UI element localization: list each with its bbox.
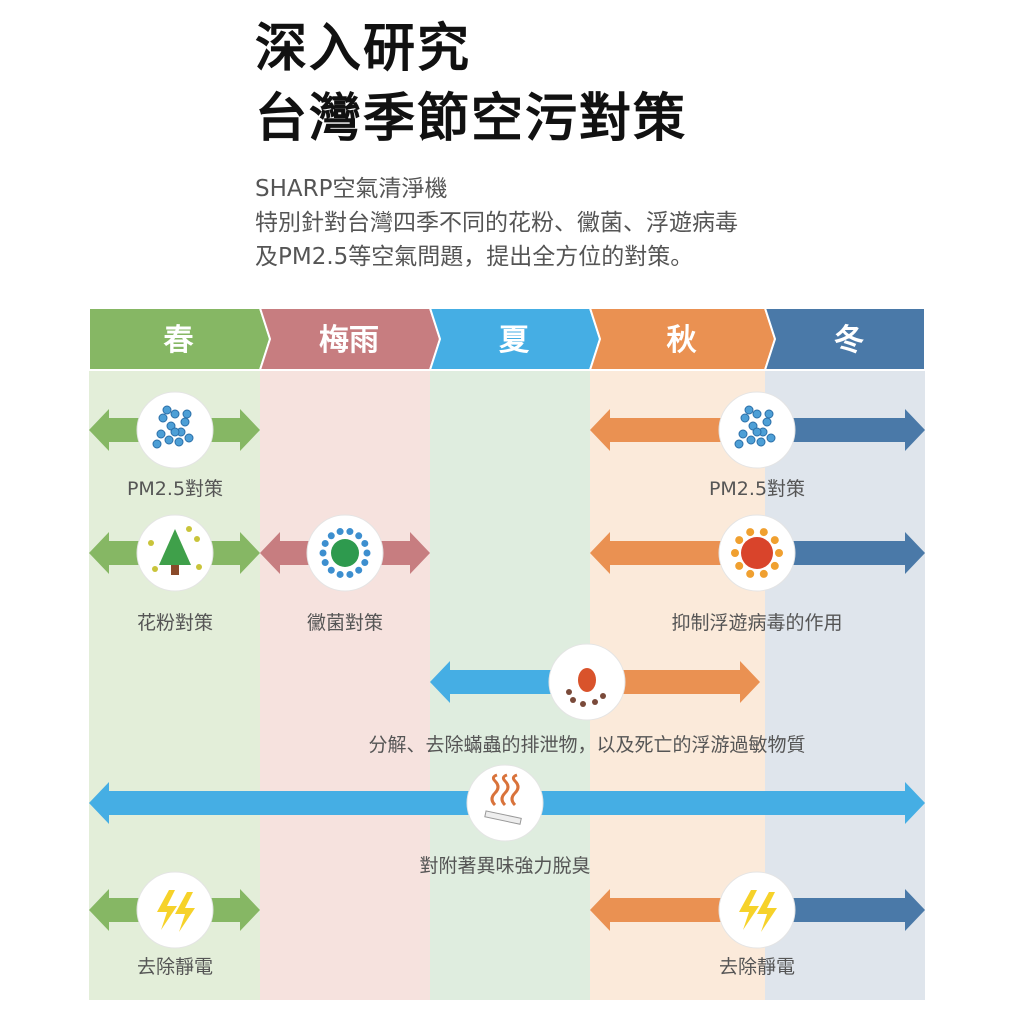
double-arrow xyxy=(430,661,760,703)
label-mite: 分解、去除蟎蟲的排泄物，以及死亡的浮游過敏物質 xyxy=(368,734,806,756)
subtitle-line-2: 特別針對台灣四季不同的花粉、黴菌、浮遊病毒 xyxy=(255,210,738,236)
double-arrow xyxy=(89,782,925,824)
odor-icon xyxy=(466,764,544,842)
label-pm25-autumn: PM2.5對策 xyxy=(708,478,806,500)
season-label: 秋 xyxy=(667,323,697,358)
particles-icon xyxy=(136,391,214,469)
season-column-bg xyxy=(260,370,430,1000)
label-static-autumn: 去除靜電 xyxy=(718,956,796,978)
label-virus: 抑制浮遊病毒的作用 xyxy=(671,612,843,634)
season-label: 梅雨 xyxy=(319,323,379,358)
label-static-spring: 去除靜電 xyxy=(136,956,214,978)
particles-icon xyxy=(718,391,796,469)
virus-icon xyxy=(718,514,796,592)
mite-icon xyxy=(548,643,626,721)
title-line-1: 深入研究 xyxy=(255,19,472,79)
label-odor: 對附著異味強力脫臭 xyxy=(419,855,591,877)
season-header-4 xyxy=(763,307,926,371)
label-pollen: 花粉對策 xyxy=(136,612,214,634)
subtitle-line-1: SHARP空氣清淨機 xyxy=(255,176,448,202)
tree-icon xyxy=(136,514,214,592)
bolt-icon xyxy=(136,871,214,949)
season-label: 冬 xyxy=(834,323,864,358)
mold-icon xyxy=(306,514,384,592)
season-label: 春 xyxy=(164,323,194,358)
title-line-2: 台灣季節空污對策 xyxy=(255,89,688,149)
season-label: 夏 xyxy=(499,323,530,358)
subtitle-line-3: 及PM2.5等空氣問題，提出全方位的對策。 xyxy=(255,244,694,270)
bolt-icon xyxy=(718,871,796,949)
label-pm25-spring: PM2.5對策 xyxy=(126,478,224,500)
label-mold: 黴菌對策 xyxy=(306,612,384,634)
